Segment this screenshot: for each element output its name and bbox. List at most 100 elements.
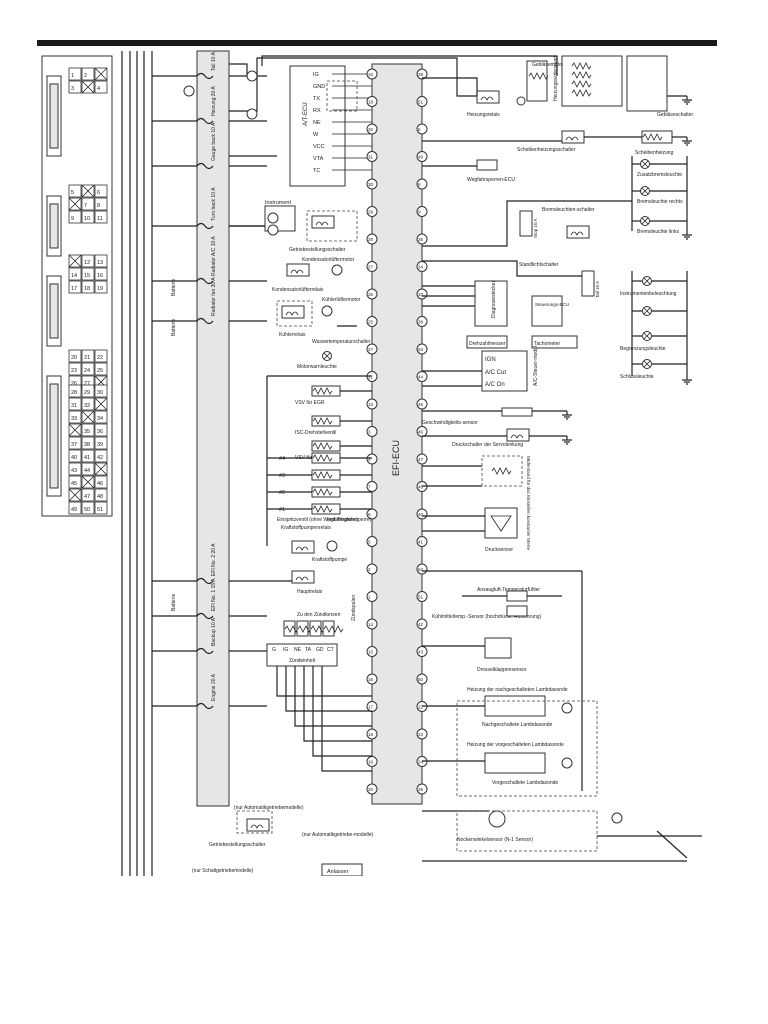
stop-fuse-label: Stop 10 A	[533, 218, 538, 238]
ign-label: IGN	[485, 357, 496, 363]
scheibenheiz-schalter	[561, 130, 585, 144]
connector-pin-label: 37	[71, 442, 77, 448]
relay-coil	[315, 221, 329, 226]
ecu-pin-left	[366, 123, 378, 135]
connector-pin-label: 39	[97, 442, 103, 448]
relay-coil	[480, 96, 494, 101]
fuse-strip	[196, 50, 230, 807]
ecu-pin-left-label: 19	[368, 760, 374, 765]
pin-x	[81, 184, 95, 198]
connector-pin-label: 19	[97, 286, 103, 292]
widerstand-label: Widerstand für das Einstellen konstanter…	[526, 456, 531, 550]
connector-pin	[68, 449, 82, 463]
connector-b	[611, 812, 623, 824]
ac-modul-label: A/C-Steuer-modul	[533, 346, 539, 386]
vsv-coil-icon	[312, 442, 333, 450]
drehzahl-box	[466, 335, 508, 349]
nur-auto2-label: (nur Automatikgetriebe-modelle)	[302, 832, 373, 838]
ecu-pin-right-label: 33	[418, 292, 424, 297]
connector-pin-label: 38	[84, 442, 90, 448]
ac-modul-box	[481, 350, 528, 392]
ecu-pin-right	[416, 398, 428, 410]
connector-pin-label: 18	[84, 286, 90, 292]
ecu-pin-left-label: 15	[368, 650, 374, 655]
fuse-label: Engine 20 A	[211, 673, 217, 701]
gebl-schalter-label: Gebläseschalter	[657, 112, 693, 118]
heiz-nach-label: Heizung der nachgeschalteten Lambdasonde	[467, 687, 568, 693]
connector-pin-label: 29	[84, 390, 90, 396]
connector-c	[246, 70, 258, 82]
kuehler-dash	[276, 300, 313, 327]
ecu-pin-right	[416, 233, 428, 245]
brems-label: Zusatzbremsleuchte	[637, 172, 682, 178]
ecu-pin-left	[366, 316, 378, 327]
connector-pin-label: 14	[71, 273, 77, 279]
ecu-pin-left	[366, 728, 378, 740]
connector-pin	[81, 210, 95, 224]
ecu-pin-right-label: 35	[418, 237, 424, 242]
connector-pin	[81, 67, 95, 81]
connector-pin-label: 24	[84, 368, 90, 374]
at-ecu-pin: VCC	[313, 144, 325, 150]
connector-pin-label: 42	[97, 455, 103, 461]
at-ecu-pin: W	[313, 132, 319, 138]
connector-pin-label: 20	[71, 355, 77, 361]
ecu-pin-left	[366, 206, 378, 217]
connector-pin-label: 47	[84, 494, 90, 500]
connector-latch-slot	[49, 83, 59, 149]
connector-pin-label: 17	[71, 286, 77, 292]
ac-cut-label: A/C Cut	[485, 370, 506, 376]
vsv-coil-icon	[312, 387, 333, 395]
connector-pin	[94, 410, 108, 424]
connector-pin-label: 7	[84, 203, 87, 209]
at-ecu-pin: RX	[313, 108, 321, 114]
ecu-pin-right-label: 47	[418, 457, 424, 462]
getriebe-relay	[311, 215, 335, 229]
servolenk-label: Druckschalter der Servolenkung	[452, 442, 523, 448]
kraftstoff-relay	[291, 540, 315, 554]
heizungsrelais-label: Heizungsrelais	[467, 112, 500, 118]
zuend-pin-label: TA	[305, 647, 312, 653]
connector-pin	[68, 280, 82, 294]
pin-x	[94, 397, 108, 411]
ecu-pin-left-label: 16	[368, 677, 374, 682]
connector-pin-label: 9	[71, 216, 74, 222]
kondensator-motor-label: Kondensatorlüftermotor	[302, 257, 355, 263]
connector-pin	[68, 184, 82, 198]
connector-pin	[94, 267, 108, 281]
fuse-label: Turn back 10 A	[211, 187, 217, 221]
ecu-pin-right-label: 24	[418, 760, 424, 765]
ecu-pin-left	[366, 591, 378, 602]
heizungsrelais	[476, 90, 500, 104]
wire	[422, 77, 478, 96]
nach-lambda-label: Nachgeschaltete Lambdasonde	[482, 722, 553, 728]
relay-coil	[565, 136, 579, 141]
connector-pin-label: 3	[71, 86, 74, 92]
connector-pin	[81, 436, 95, 450]
lambda-dash	[456, 700, 598, 797]
geblaese-label: Gebläsemotor	[532, 62, 564, 68]
ecu-pin-left-label: 28	[368, 237, 374, 242]
connector-pin	[81, 423, 95, 437]
relay-coil	[570, 231, 584, 236]
connector-pin-label: 21	[84, 355, 90, 361]
widerstand-icon	[491, 467, 512, 475]
ecu-pin-left	[366, 453, 378, 465]
vsv-label: ISC-Drehstellventil	[295, 430, 336, 436]
motorwarn-label: Motorwarnleuchte	[297, 364, 337, 370]
ecu-pin-left	[366, 178, 378, 190]
heizungswid-icon	[571, 80, 592, 88]
connector-pin	[68, 80, 82, 94]
vsv-label: VSV für EGR	[295, 400, 325, 406]
wire	[422, 200, 632, 247]
at-ecu-pin: TX	[313, 96, 320, 102]
ecu-pin-right-label: 51	[418, 595, 424, 600]
ecu-pin-right-label: 38	[418, 320, 424, 325]
connector-pin	[81, 197, 95, 211]
ecu-pin-right	[416, 151, 428, 162]
connector-pin	[94, 197, 108, 211]
connector-latch-slot	[49, 203, 59, 249]
ecu-pin-left-label: 2	[368, 567, 371, 572]
